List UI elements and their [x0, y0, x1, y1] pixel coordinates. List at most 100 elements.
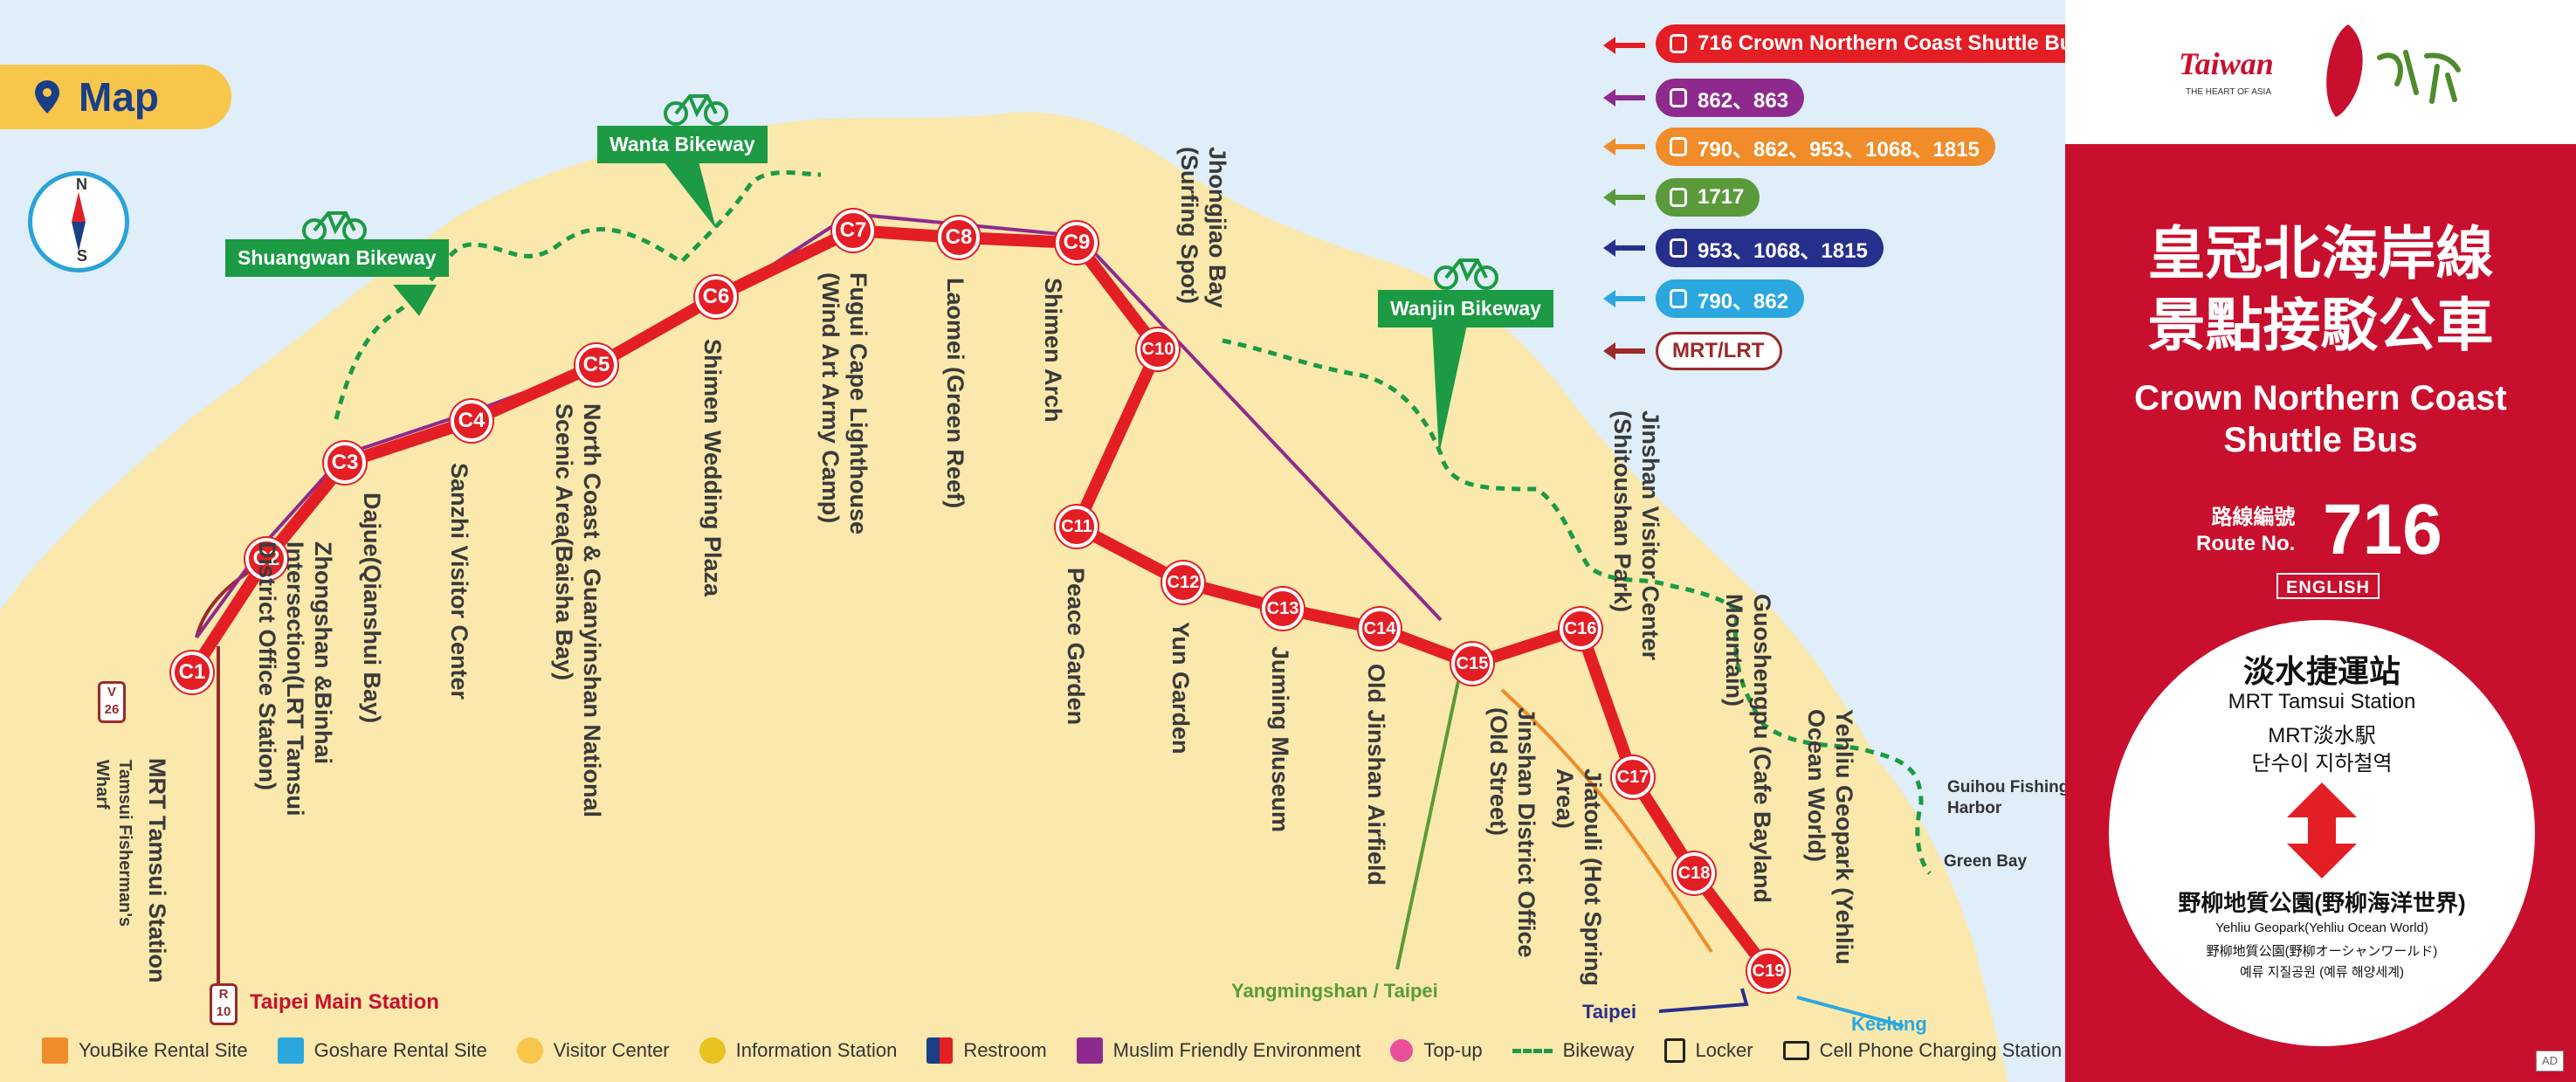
map-tab-label: Map: [79, 74, 159, 120]
from-station-ko: 단수이 지하철역: [2251, 752, 2393, 775]
legend-label: Visitor Center: [553, 1039, 670, 1061]
bidirectional-arrow-icon: [2287, 782, 2357, 879]
station-label-c16: Jinshan Visitor Center (Shitoushan Park): [1609, 410, 1663, 661]
arrow-left-icon: [1603, 342, 1645, 360]
bikeway-icon: [1512, 1048, 1553, 1053]
legend-label: Goshare Rental Site: [313, 1039, 487, 1061]
station-label-c11: Peace Garden: [1063, 568, 1089, 726]
legend-bikeway: Bikeway: [1512, 1039, 1635, 1062]
place-taipei: Taipei: [1582, 1001, 1636, 1023]
legend-muslim-friendly: Muslim Friendly Environment: [1076, 1037, 1360, 1064]
from-station-zh: 淡水捷運站: [2242, 653, 2400, 689]
legend-top-up: Top-up: [1390, 1039, 1483, 1062]
station-label-c17: Jiatouli (Hot Spring Area): [1552, 768, 1606, 986]
route-legend-mrt: MRT/LRT: [1656, 332, 1783, 370]
bicycle-icon: [302, 211, 367, 243]
legend-label: YouBike Rental Site: [79, 1039, 248, 1061]
to-station-zh: 野柳地質公園(野柳海洋世界): [2178, 890, 2466, 916]
bikeway-label-wanta: Wanta Bikeway: [597, 126, 768, 163]
route-legend-label: 1717: [1698, 185, 1745, 209]
route-legend-orange: 790、862、953、1068、1815: [1656, 127, 1995, 166]
title-zh-line2: 景點接駁公車: [2147, 293, 2494, 357]
legend-restroom: Restroom: [926, 1037, 1047, 1064]
english-button[interactable]: ENGLISH: [2276, 573, 2380, 599]
information-station-icon: [699, 1037, 726, 1064]
arrow-left-icon: [1603, 290, 1645, 307]
arrow-left-icon: [1603, 37, 1645, 54]
bus-icon: [1670, 289, 1687, 308]
station-c17[interactable]: C17: [1612, 756, 1654, 798]
route-legend-1717: 1717: [1656, 178, 1760, 217]
bus-icon: [1670, 34, 1687, 53]
station-c9[interactable]: C9: [1056, 222, 1098, 264]
legend-label: Bikeway: [1562, 1039, 1635, 1061]
station-label-c13: Juming Museum: [1267, 646, 1293, 833]
route-legend-label: 790、862、953、1068、1815: [1698, 137, 1980, 162]
station-c3[interactable]: C3: [324, 442, 366, 484]
station-label-c3: Dajue(Qianshui Bay): [359, 493, 385, 724]
title-en-line1: Crown Northern Coast: [2134, 379, 2507, 417]
station-c5[interactable]: C5: [575, 344, 617, 386]
legend-information: Information Station: [699, 1037, 898, 1064]
station-label-c4: Sanzhi Visitor Center: [446, 463, 472, 700]
title-en-line2: Shuttle Bus: [2223, 421, 2418, 459]
place-taipei-main: Taipei Main Station: [250, 990, 439, 1014]
station-c10[interactable]: C10: [1137, 328, 1179, 370]
station-c12[interactable]: C12: [1162, 562, 1204, 603]
place-keelung: Keelung: [1851, 1013, 1927, 1035]
map-tab[interactable]: Map: [0, 65, 231, 129]
place-guihou: Guihou Fishing Harbor: [1947, 778, 2070, 817]
title-zh-line1: 皇冠北海岸線: [2147, 221, 2494, 286]
to-station-ko: 예류 지질공원 (예류 해양세계): [2239, 965, 2405, 980]
taiwan-island-icon: [2326, 24, 2363, 117]
route-legend-label: 862、863: [1698, 88, 1789, 113]
place-green-bay: Green Bay: [1944, 852, 2028, 871]
legend-youbike: YouBike Rental Site: [42, 1037, 248, 1064]
compass-needle-icon: [72, 192, 86, 252]
station-c8[interactable]: C8: [938, 217, 980, 258]
bikeway-pointer-shuangwan: [393, 285, 437, 316]
legend-label: Cell Phone Charging Station: [1819, 1039, 2063, 1061]
station-c18[interactable]: C18: [1673, 852, 1715, 894]
station-label-c2: Zhongshan &Binhai Intersection(LRT Tamsu…: [254, 541, 336, 817]
land-area: [0, 112, 2008, 1082]
route-legend-label: 716 Crown Northern Coast Shuttle Bus: [1698, 31, 2084, 55]
from-station-ja: MRT淡水駅: [2268, 724, 2376, 748]
legend-label: Locker: [1695, 1039, 1753, 1061]
station-c4[interactable]: C4: [451, 400, 492, 442]
arrow-left-icon: [1603, 89, 1645, 107]
station-c6[interactable]: C6: [695, 276, 737, 318]
station-c7[interactable]: C7: [832, 210, 874, 252]
station-label-c7: Fugui Cape Lighthouse (Wind Art Army Cam…: [817, 272, 871, 534]
station-label-c9: Shimen Arch: [1040, 278, 1066, 423]
route-legend-716: 716 Crown Northern Coast Shuttle Bus: [1656, 24, 2100, 63]
station-c13[interactable]: C13: [1262, 588, 1304, 630]
legend-goshare: Goshare Rental Site: [277, 1037, 487, 1064]
taiwan-logo: Taiwan THE HEART OF ASIA: [2065, 0, 2576, 144]
station-c19[interactable]: C19: [1747, 950, 1789, 992]
route-map: Map N S Shuangwan Bikeway Wanta Bikeway …: [0, 24, 2100, 1082]
legend-label: Restroom: [963, 1039, 1047, 1061]
logo-text: Taiwan: [2179, 46, 2274, 81]
logo-subtitle: THE HEART OF ASIA: [2186, 87, 2271, 97]
legend-visitor-center: Visitor Center: [516, 1037, 670, 1064]
green-route-yangmingshan: [1395, 680, 1460, 970]
station-label-c5: North Coast & Guanyinshan National Sceni…: [551, 403, 605, 818]
station-c2[interactable]: C2: [245, 538, 287, 580]
station-c16[interactable]: C16: [1560, 608, 1601, 650]
route-number-label-en: Route No.: [2196, 532, 2296, 555]
from-station-en: MRT Tamsui Station: [2228, 690, 2416, 713]
station-c1[interactable]: C1: [171, 651, 213, 693]
restroom-icon: [926, 1037, 954, 1064]
place-yangmingshan: Yangmingshan / Taipei: [1231, 980, 1438, 1002]
bikeway-path-west: [334, 170, 822, 420]
bikeway-path-east: [1222, 338, 1932, 875]
legend-label: Information Station: [735, 1039, 898, 1061]
station-c15[interactable]: C15: [1451, 643, 1493, 685]
route-legend-790-862: 790、862: [1656, 279, 1805, 318]
youbike-icon: [42, 1037, 68, 1064]
legend-label: Top-up: [1423, 1039, 1483, 1061]
station-c14[interactable]: C14: [1359, 608, 1401, 650]
route-legend-navy: 953、1068、1815: [1656, 229, 1884, 267]
station-c11[interactable]: C11: [1056, 506, 1098, 548]
